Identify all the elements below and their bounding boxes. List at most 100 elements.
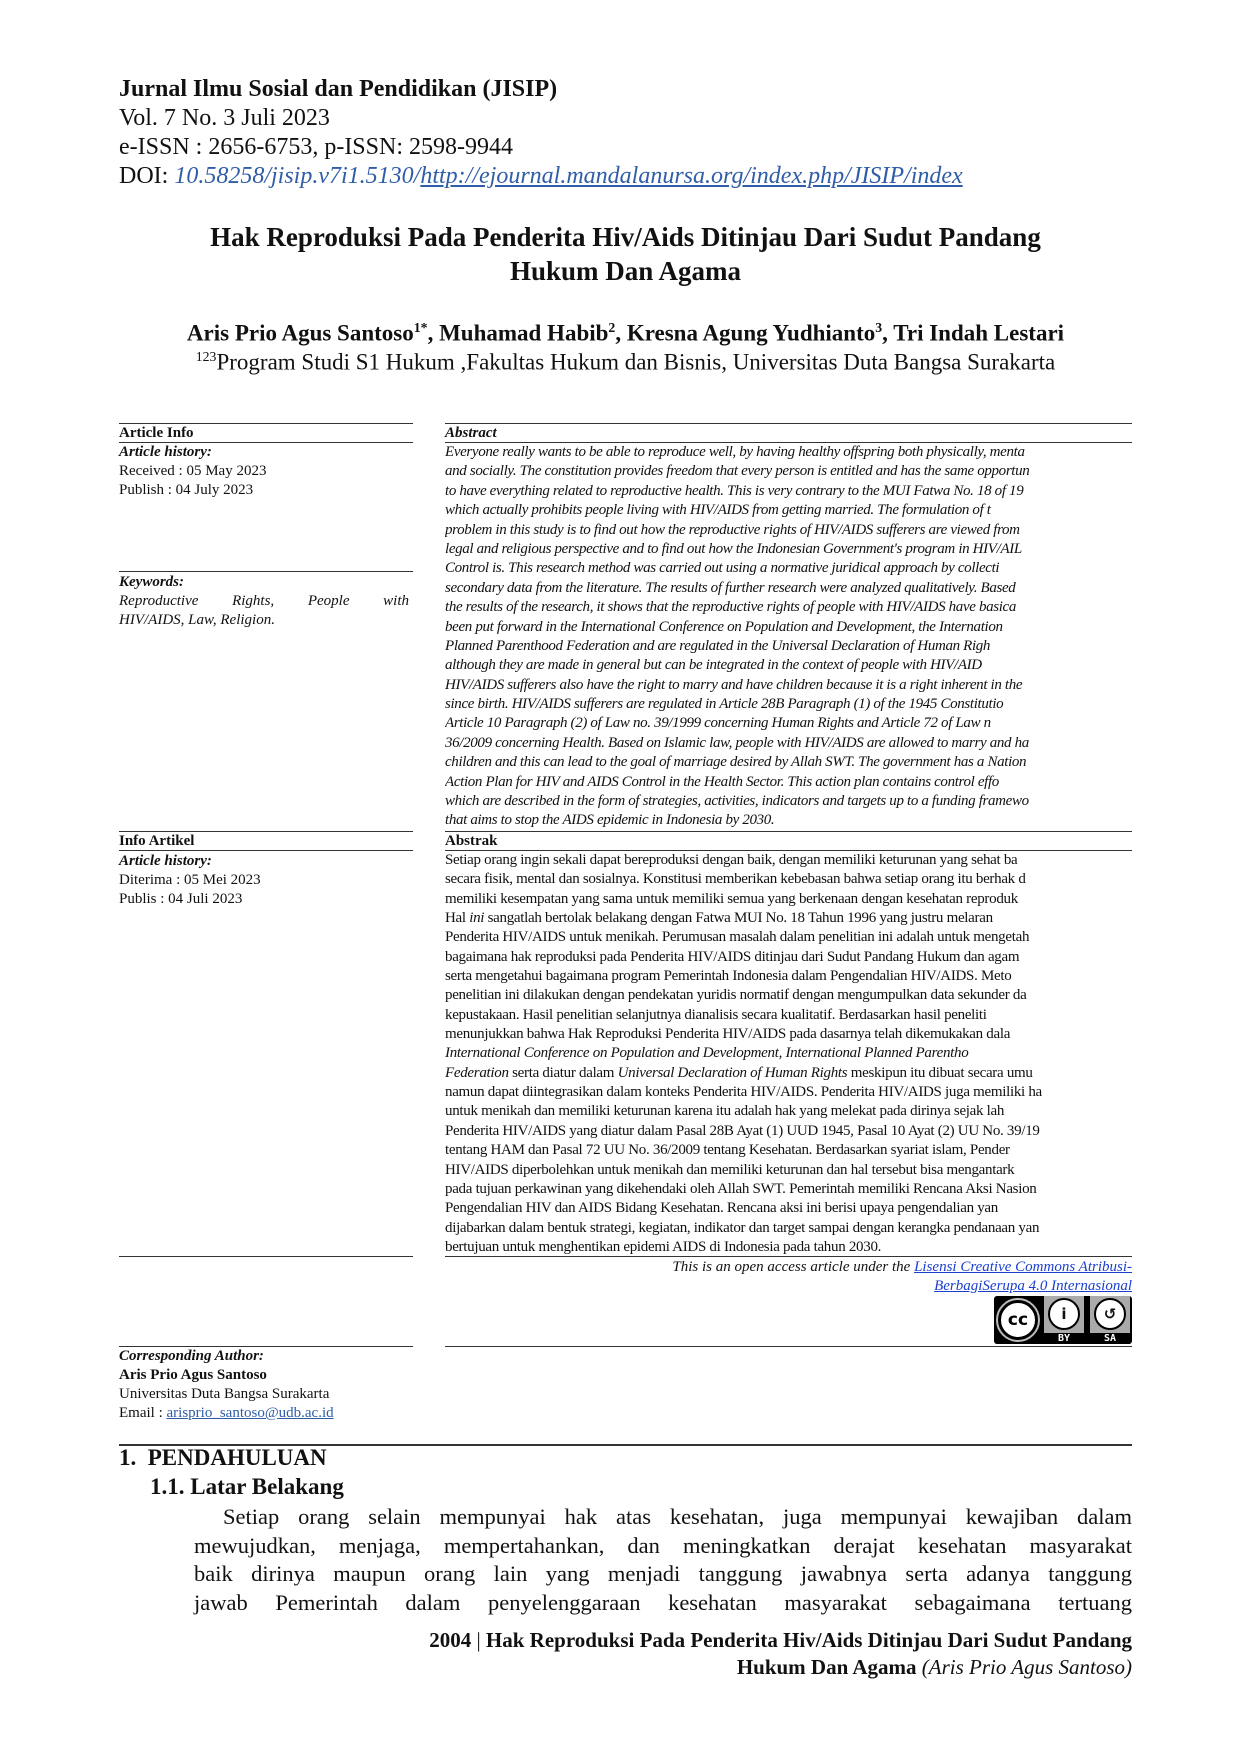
abstrak-line: secara fisik, mental dan sosialnya. Kons… bbox=[445, 870, 1132, 889]
abstrak-segment: meskipun itu dibuat secara umu bbox=[847, 1064, 1033, 1081]
divider bbox=[445, 1346, 1132, 1347]
page-number: 2004 bbox=[429, 1628, 472, 1652]
affiliation-text: Program Studi S1 Hukum ,Fakultas Hukum d… bbox=[216, 349, 1056, 375]
info-artikel-heading: Info Artikel bbox=[119, 833, 195, 849]
author-affiliation-sup: 2 bbox=[608, 320, 616, 335]
affiliation: 123Program Studi S1 Hukum ,Fakultas Huku… bbox=[119, 349, 1132, 376]
abstract-line: been put forward in the International Co… bbox=[445, 618, 1003, 635]
keyword-word: People bbox=[307, 593, 350, 609]
author-name: , Kresna Agung Yudhianto bbox=[615, 320, 876, 346]
by-label: BY bbox=[1044, 1333, 1084, 1344]
diterima-date: Diterima : 05 Mei 2023 bbox=[119, 872, 261, 888]
footer-separator: | bbox=[471, 1628, 486, 1652]
email-link[interactable]: arisprio_santoso@udb.ac.id bbox=[166, 1405, 334, 1421]
abstract-line: legal and religious perspective and to f… bbox=[445, 540, 1022, 557]
keyword-word: Rights, bbox=[232, 593, 275, 609]
abstract-line: the results of the research, it shows th… bbox=[445, 599, 1017, 616]
keyword-word: Reproductive bbox=[119, 593, 199, 609]
divider bbox=[119, 571, 413, 572]
abstract-line: HIV/AIDS sufferers also have the right t… bbox=[445, 676, 1023, 693]
subsection-heading: 1.1. Latar Belakang bbox=[150, 1474, 344, 1499]
abstrak-line: pada tujuan perkawinan yang dikehendaki … bbox=[445, 1180, 1132, 1199]
corresponding-email: Email : arisprio_santoso@udb.ac.id bbox=[119, 1404, 413, 1423]
abstrak-segment: kepustakaan. Hasil penelitian selanjutny… bbox=[445, 1006, 987, 1023]
divider bbox=[445, 831, 1132, 832]
abstract-line: and socially. The constitution provides … bbox=[445, 463, 1030, 480]
abstrak-segment: untuk menikah dan memiliki keturunan kar… bbox=[445, 1103, 1005, 1120]
abstract-line: although they are made in general but ca… bbox=[445, 657, 982, 674]
abstrak-line: memiliki kesempatan yang sama untuk memi… bbox=[445, 890, 1132, 909]
abstrak-segment: Pengendalian HIV dan AIDS Bidang Kesehat… bbox=[445, 1200, 998, 1217]
abstrak-line: bagaimana hak reproduksi pada Penderita … bbox=[445, 948, 1132, 967]
abstrak-line: Pengendalian HIV dan AIDS Bidang Kesehat… bbox=[445, 1199, 1132, 1218]
abstrak-line: tentang HAM dan Pasal 72 UU No. 36/2009 … bbox=[445, 1141, 1132, 1160]
journal-url-link[interactable]: http://ejournal.mandalanursa.org/index.p… bbox=[420, 163, 963, 189]
abstrak-line: Federation serta diatur dalam Universal … bbox=[445, 1064, 1132, 1083]
journal-doi: DOI: 10.58258/jisip.v7i1.5130/http://ejo… bbox=[119, 162, 963, 191]
abstrak-segment: International Conference on Population a… bbox=[445, 1045, 969, 1062]
section-heading: 1. PENDAHULUAN bbox=[119, 1445, 327, 1470]
abstrak-line: kepustakaan. Hasil penelitian selanjutny… bbox=[445, 1006, 1132, 1025]
doi-link[interactable]: 10.58258/jisip.v7i1.5130/ bbox=[174, 163, 421, 189]
corresponding-name: Aris Prio Agus Santoso bbox=[119, 1367, 267, 1383]
license-link[interactable]: Lisensi Creative Commons Atribusi- bbox=[914, 1259, 1132, 1275]
divider bbox=[445, 423, 1132, 424]
author-list: Aris Prio Agus Santoso1*, Muhamad Habib2… bbox=[119, 320, 1132, 347]
abstrak-line: menunjukkan bahwa Hak Reproduksi Penderi… bbox=[445, 1025, 1132, 1044]
author-name: Aris Prio Agus Santoso bbox=[186, 320, 414, 346]
abstrak-segment: Hal bbox=[445, 910, 470, 927]
abstrak-line: namun dapat diintegrasikan dalam konteks… bbox=[445, 1083, 1132, 1102]
abstrak-line: HIV/AIDS diperbolehkan untuk menikah dan… bbox=[445, 1161, 1132, 1180]
divider bbox=[119, 831, 413, 832]
abstract-en-body: Everyone really wants to be able to repr… bbox=[445, 443, 1132, 831]
author-affiliation-sup: 1* bbox=[413, 320, 428, 335]
abstrak-segment: Setiap orang ingin sekali dapat bereprod… bbox=[445, 852, 1018, 868]
divider bbox=[119, 423, 413, 424]
abstrak-segment: memiliki kesempatan yang sama untuk memi… bbox=[445, 890, 1018, 907]
body-line: Setiap orang selain mempunyai hak atas k… bbox=[223, 1504, 1132, 1529]
abstrak-body: Setiap orang ingin sekali dapat bereprod… bbox=[445, 851, 1132, 1257]
journal-volume: Vol. 7 No. 3 Juli 2023 bbox=[119, 105, 330, 131]
body-line: baik dirinya maupun orang lain yang menj… bbox=[194, 1561, 1132, 1587]
abstrak-segment: penelitian ini dilakukan dengan pendekat… bbox=[445, 987, 1027, 1004]
abstract-line: Control is. This research method was car… bbox=[445, 560, 1000, 577]
title-line-2: Hukum Dan Agama bbox=[509, 256, 742, 286]
abstrak-segment: namun dapat diintegrasikan dalam konteks… bbox=[445, 1084, 1042, 1101]
abstract-line: secondary data from the literature. The … bbox=[445, 579, 1016, 596]
keyword-word: with bbox=[383, 593, 409, 609]
running-footer-line-1: 2004 | Hak Reproduksi Pada Penderita Hiv… bbox=[429, 1628, 1132, 1653]
abstrak-segment: pada tujuan perkawinan yang dikehendaki … bbox=[445, 1180, 1037, 1197]
abstrak-line: penelitian ini dilakukan dengan pendekat… bbox=[445, 986, 1132, 1005]
abstract-line: Action Plan for HIV and AIDS Control in … bbox=[445, 773, 999, 790]
footer-title-cont: Hukum Dan Agama bbox=[736, 1655, 917, 1679]
abstrak-line: International Conference on Population a… bbox=[445, 1044, 1132, 1063]
abstrak-heading: Abstrak bbox=[445, 833, 498, 849]
abstrak-line: serta mengetahui bagaimana program Pemer… bbox=[445, 967, 1132, 986]
abstrak-segment: bagaimana hak reproduksi pada Penderita … bbox=[445, 948, 1020, 965]
email-label: Email : bbox=[119, 1405, 167, 1421]
abstrak-line: dijabarkan dalam bentuk strategi, kegiat… bbox=[445, 1219, 1132, 1238]
body-line: jawab Pemerintah dalam penyelenggaraan k… bbox=[194, 1590, 1132, 1616]
abstract-line: 36/2009 concerning Health. Based on Isla… bbox=[445, 734, 1029, 751]
abstract-line: that aims to stop the AIDS epidemic in I… bbox=[445, 812, 775, 829]
abstrak-segment: secara fisik, mental dan sosialnya. Kons… bbox=[445, 871, 1026, 888]
journal-name-text: Jurnal Ilmu Sosial dan Pendidikan (JISIP… bbox=[119, 76, 558, 102]
abstrak-segment: bertujuan untuk menghentikan epidemi AID… bbox=[445, 1238, 882, 1255]
license-text: This is an open access article under the bbox=[672, 1259, 915, 1275]
affiliation-sup: 123 bbox=[195, 349, 217, 364]
abstract-heading: Abstract bbox=[445, 425, 497, 441]
abstract-line: Article 10 Paragraph (2) of Law no. 39/1… bbox=[445, 715, 991, 732]
abstrak-segment: Federation bbox=[445, 1064, 509, 1081]
abstrak-line: untuk menikah dan memiliki keturunan kar… bbox=[445, 1102, 1132, 1121]
footer-author: (Aris Prio Agus Santoso) bbox=[921, 1655, 1132, 1679]
abstrak-segment: Penderita HIV/AIDS yang diatur dalam Pas… bbox=[445, 1122, 1040, 1139]
divider bbox=[119, 1444, 1132, 1446]
abstrak-segment: ini bbox=[469, 910, 485, 927]
title-line-1: Hak Reproduksi Pada Penderita Hiv/Aids D… bbox=[210, 222, 1041, 252]
license-link-cont[interactable]: BerbagiSerupa 4.0 Internasional bbox=[934, 1278, 1132, 1294]
abstrak-line: Hal ini sangatlah bertolak belakang deng… bbox=[445, 909, 1132, 928]
abstrak-line: Penderita HIV/AIDS untuk menikah. Perumu… bbox=[445, 928, 1132, 947]
abstrak-segment: sangatlah bertolak belakang dengan Fatwa… bbox=[484, 910, 994, 927]
keywords-line-1: Reproductive Rights, People with bbox=[119, 592, 413, 611]
